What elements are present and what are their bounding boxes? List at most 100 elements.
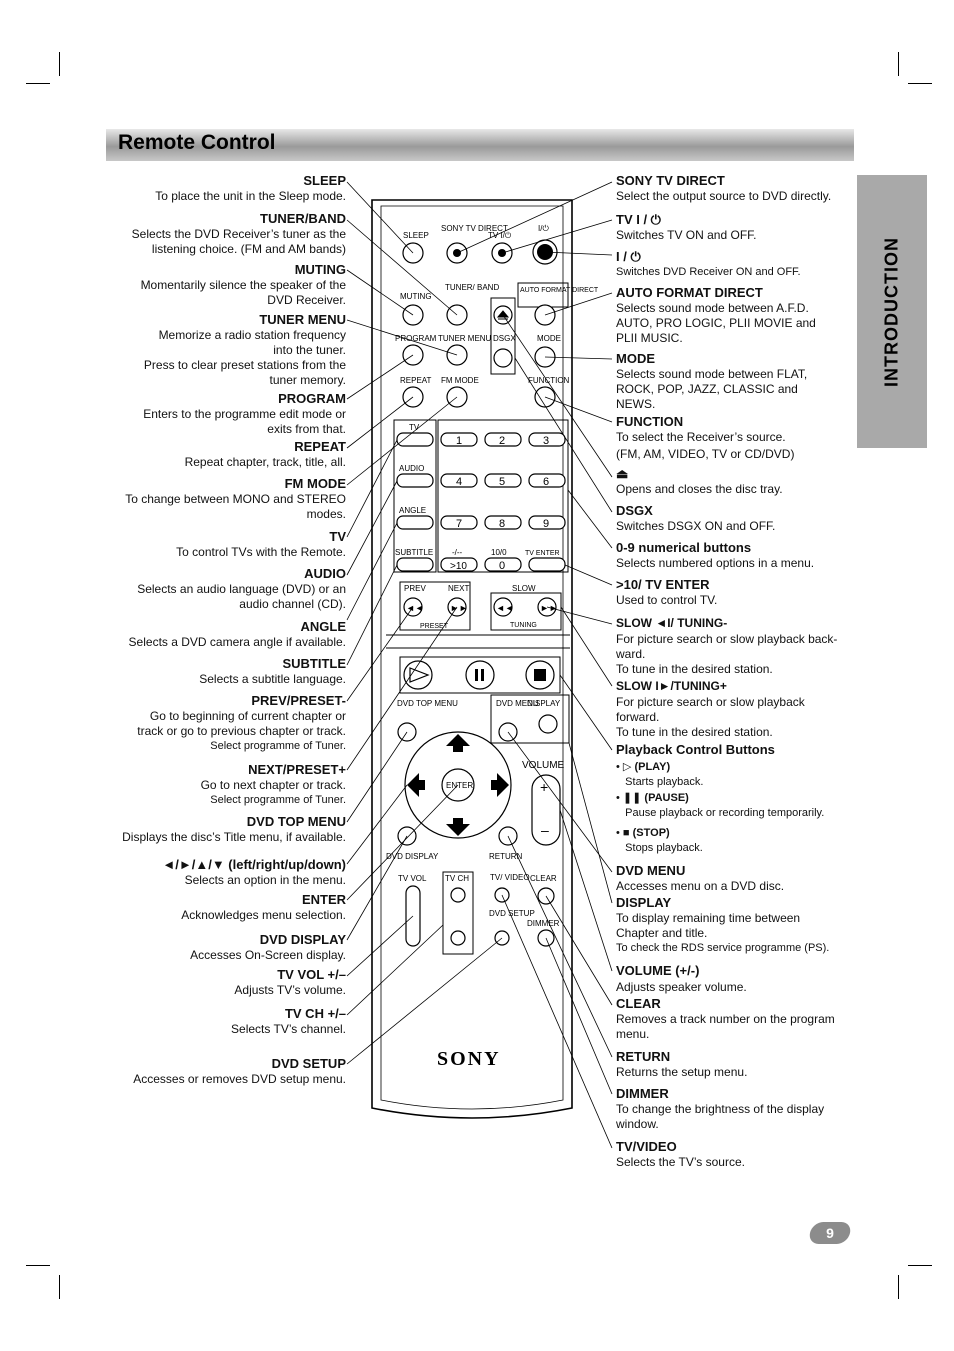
entry-desc: To change the brightness of the display [616, 1102, 825, 1116]
remote-label-enter: ENTER [446, 781, 473, 790]
entry-desc: Displays the disc’s Title menu, if avail… [122, 830, 346, 844]
audio-button[interactable] [396, 473, 434, 488]
entry-desc: Select the output source to DVD directly… [616, 189, 832, 203]
entry-tv-power: TV I / ⏻ Switches TV ON and OFF. [616, 211, 860, 243]
remote-label-dvd-setup: DVD SETUP [489, 909, 535, 918]
crop-mark [59, 1275, 60, 1299]
entry-note: Select programme of Tuner. [210, 740, 346, 752]
remote-label-tv-enter: TV ENTER [525, 550, 560, 557]
pause-button[interactable] [465, 660, 495, 690]
leader-lines [346, 181, 503, 1065]
entry-program: PROGRAM Enters to the programme edit mod… [96, 390, 346, 437]
entry-desc: into the tuner. [273, 343, 346, 357]
remote-label-angle: ANGLE [399, 506, 426, 515]
page-number-badge: 9 [807, 1222, 853, 1244]
down-arrow-button[interactable] [446, 818, 470, 836]
remote-label-tv-power: TV I/⏻ [488, 231, 512, 240]
entry-desc: Enters to the programme edit mode or [143, 407, 346, 421]
entry-muting: MUTING Momentarily silence the speaker o… [96, 261, 346, 308]
entry-desc: listening choice. (FM and AM bands) [151, 242, 346, 256]
entry-desc: Accesses On-Screen display. [190, 948, 346, 962]
tv-ch-down-button[interactable] [450, 930, 466, 946]
subtitle-button[interactable] [396, 557, 434, 572]
tv-button[interactable] [396, 432, 434, 447]
side-tab: INTRODUCTION [857, 175, 927, 448]
angle-button[interactable] [396, 515, 434, 530]
remote-label-muting: MUTING [400, 292, 432, 301]
entry-desc: DVD Receiver. [267, 293, 346, 307]
remote-label-mode: MODE [537, 334, 561, 343]
digit-label: >10 [450, 561, 467, 572]
entry-title: SLEEP [303, 173, 346, 188]
up-arrow-button[interactable] [446, 734, 470, 752]
remote-label-dash: -/-- [452, 548, 463, 557]
digit-2-button[interactable] [484, 432, 522, 447]
entry-numerical-buttons: 0-9 numerical buttons Selects numbered o… [616, 539, 860, 571]
entry-dsgx: DSGX Switches DSGX ON and OFF. [616, 502, 860, 534]
digit-0-button[interactable] [484, 557, 522, 572]
entry-title: TUNER MENU [259, 312, 346, 327]
entry-display: DISPLAY To display remaining time betwee… [616, 894, 860, 956]
entry-slow-forward: SLOW I►/TUNING+ For picture search or sl… [616, 678, 860, 740]
slow-back-button[interactable] [493, 597, 513, 617]
entry-title: ENTER [301, 892, 346, 907]
crop-mark [898, 1275, 899, 1299]
entry-dvd-menu: DVD MENU Accesses menu on a DVD disc. [616, 862, 860, 894]
remote-label-dimmer: DIMMER [527, 919, 560, 928]
digit-label: 0 [499, 560, 505, 572]
entry-desc: Chapter and title. [616, 926, 708, 940]
gt10-button[interactable] [440, 557, 478, 572]
entry-desc: Selects an option in the menu. [184, 873, 346, 887]
remote-label-audio: AUDIO [399, 464, 424, 473]
remote-label-sony-tv-direct: SONY TV DIRECT [441, 224, 508, 233]
entry-desc: Selects TV’s channel. [231, 1022, 346, 1036]
pause-icon: ❚❚ [622, 792, 642, 804]
remote-label-subtitle: SUBTITLE [395, 548, 433, 557]
digit-5-button[interactable] [484, 473, 522, 488]
digit-6-button[interactable] [528, 473, 566, 488]
display-button[interactable] [538, 714, 558, 734]
digit-8-button[interactable] [484, 515, 522, 530]
entry-title: SLOW I►/TUNING+ [616, 679, 727, 693]
entry-tv-enter: >10/ TV ENTER Used to control TV. [616, 576, 860, 608]
entry-desc: To change between MONO and STEREO [125, 492, 346, 506]
dsgx-button[interactable] [493, 348, 513, 368]
digit-label: 8 [499, 518, 505, 530]
digit-7-button[interactable] [440, 515, 478, 530]
entry-desc: Returns the setup menu. [616, 1065, 748, 1079]
digit-4-button[interactable] [440, 473, 478, 488]
prev-icon: ◄◄ [406, 603, 424, 613]
entry-desc: Selects sound mode between A.F.D. [616, 301, 809, 315]
right-arrow-button[interactable] [491, 773, 509, 797]
entry-subtitle: SUBTITLE Selects a subtitle language. [96, 655, 346, 687]
tv-enter-button[interactable] [528, 557, 566, 572]
remote-label-tv-video: TV/ VIDEO [490, 873, 530, 882]
tv-ch-up-button[interactable] [450, 887, 466, 903]
entry-desc: AUTO, PRO LOGIC, PLII MOVIE and [616, 316, 816, 330]
entry-auto-format-direct: AUTO FORMAT DIRECT Selects sound mode be… [616, 284, 860, 346]
brand-logo: SONY [437, 1048, 501, 1070]
entry-tv: TV To control TVs with the Remote. [96, 528, 346, 560]
remote-label-dsgx: DSGX [493, 334, 516, 343]
left-arrow-button[interactable] [407, 773, 425, 797]
remote-label-sleep: SLEEP [403, 231, 429, 240]
entry-desc: PLII MUSIC. [616, 331, 683, 345]
entry-clear: CLEAR Removes a track number on the prog… [616, 995, 860, 1042]
digit-1-button[interactable] [440, 432, 478, 447]
leader-lines [456, 181, 613, 1149]
playback-pause: • ❚❚ (PAUSE) Pause playback or recording… [616, 792, 825, 819]
entry-eject: ⏏ Opens and closes the disc tray. [616, 465, 860, 497]
digit-3-button[interactable] [528, 432, 566, 447]
entry-title: TV [329, 529, 346, 544]
entry-title: TV VOL +/– [277, 967, 346, 982]
entry-desc: Adjusts speaker volume. [616, 980, 747, 994]
number-pad: 1 2 3 4 5 6 7 8 9 -/-- >10 10/0 0 TV ENT… [440, 432, 566, 572]
entry-playback-controls: Playback Control Buttons [616, 741, 860, 758]
entry-title: TUNER/BAND [260, 211, 346, 226]
forward-icon: ►► [540, 603, 558, 613]
entry-desc: Selects a DVD camera angle if available. [128, 635, 346, 649]
digit-9-button[interactable] [528, 515, 566, 530]
entry-note: Select programme of Tuner. [210, 794, 346, 806]
remote-label-repeat: REPEAT [400, 376, 432, 385]
entry-volume: VOLUME (+/-) Adjusts speaker volume. [616, 962, 860, 995]
